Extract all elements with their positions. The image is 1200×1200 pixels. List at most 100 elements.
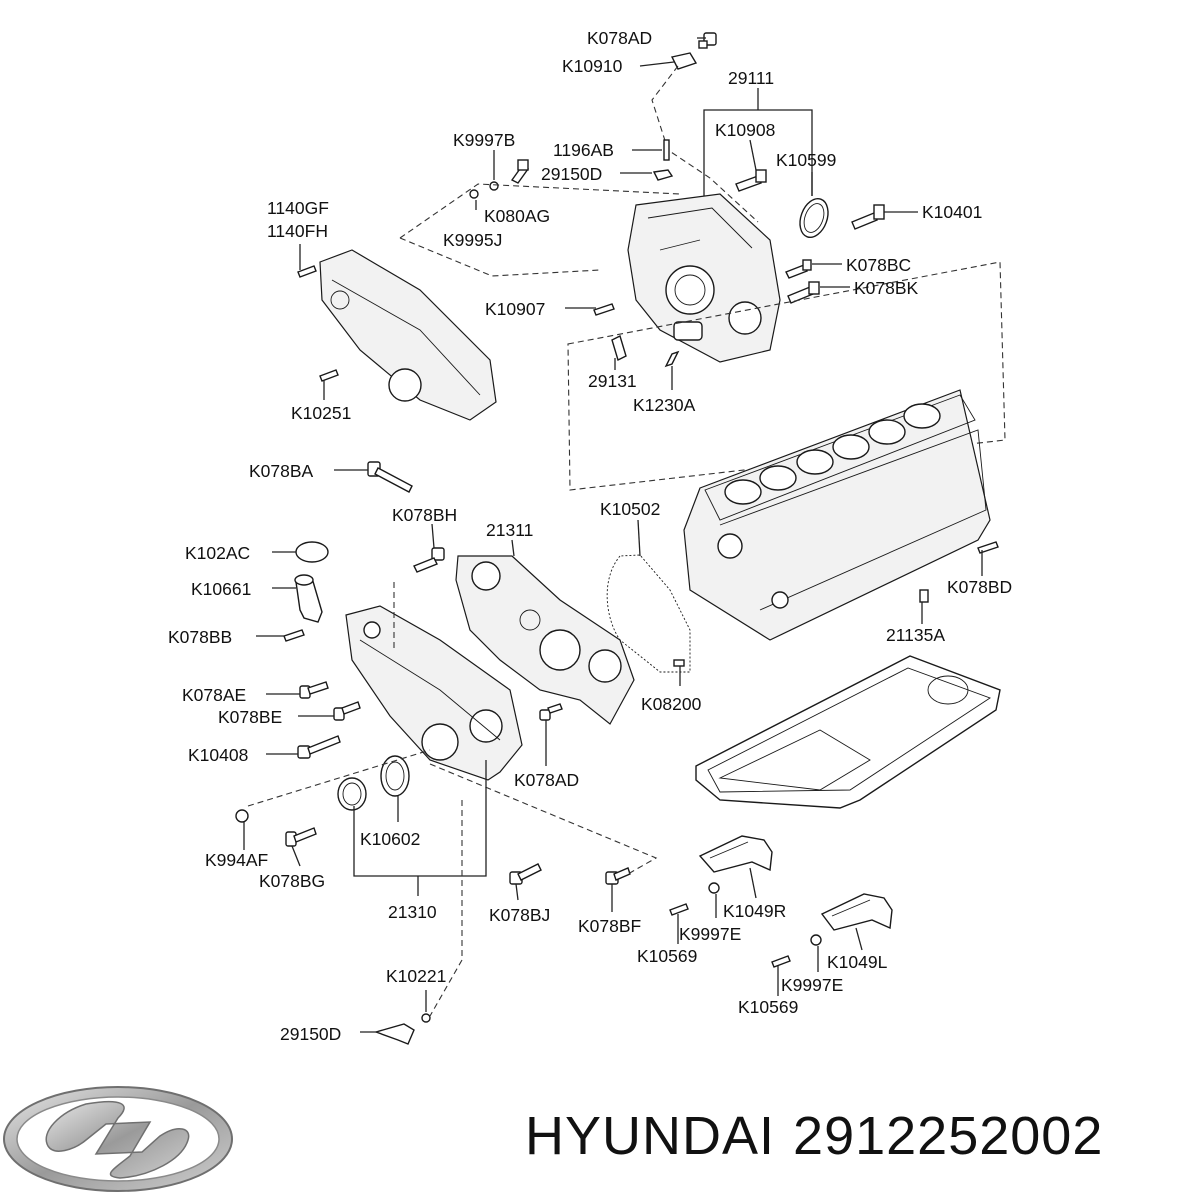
label-k078bk[interactable]: K078BK <box>854 278 919 298</box>
bolt-k078be <box>333 701 361 721</box>
label-k078bj[interactable]: K078BJ <box>489 905 550 925</box>
bolt-k078bj <box>509 863 542 885</box>
washer-k9997e-1 <box>708 882 720 894</box>
label-k10569-1[interactable]: K10569 <box>637 946 697 966</box>
label-29131[interactable]: 29131 <box>588 371 637 391</box>
bracket-21310 <box>353 760 487 877</box>
clip-29150d-bottom <box>373 1023 415 1045</box>
leader-lines <box>243 37 983 1033</box>
washer-k9997b <box>489 181 499 191</box>
label-k1049r[interactable]: K1049R <box>723 901 786 921</box>
label-k078bc[interactable]: K078BC <box>846 255 911 275</box>
bolt-k078bh <box>413 547 445 573</box>
label-k10221[interactable]: K10221 <box>386 966 446 986</box>
rear-cover-left <box>319 249 497 421</box>
label-k10910[interactable]: K10910 <box>562 56 623 76</box>
cap-k102ac <box>295 541 329 563</box>
label-k078bb[interactable]: K078BB <box>168 627 232 647</box>
label-k078be[interactable]: K078BE <box>218 707 282 727</box>
bolt-k078ae <box>299 681 329 699</box>
label-k9997e-1[interactable]: K9997E <box>679 924 741 944</box>
label-k10251[interactable]: K10251 <box>291 403 351 423</box>
label-k9997e-2[interactable]: K9997E <box>781 975 843 995</box>
label-k078bh[interactable]: K078BH <box>392 505 457 525</box>
seal-k10599 <box>799 197 829 239</box>
label-k078ad-top[interactable]: K078AD <box>587 28 652 48</box>
label-k078ad-mid[interactable]: K078AD <box>514 770 579 790</box>
label-k10907[interactable]: K10907 <box>485 299 545 319</box>
timing-plate-21311 <box>455 555 635 725</box>
label-k10602[interactable]: K10602 <box>360 829 420 849</box>
label-k10502[interactable]: K10502 <box>600 499 660 519</box>
bolt-k078bf <box>605 867 631 885</box>
bolt-k078bk <box>787 281 820 304</box>
bolt-k078ad-top <box>698 32 717 49</box>
oil-pan <box>695 655 1001 809</box>
label-k080ag[interactable]: K080AG <box>484 206 550 226</box>
bolt-k10569-1 <box>669 903 689 916</box>
mount-k1049l <box>820 893 893 931</box>
pipe-k10661 <box>294 574 323 623</box>
gear-housing-upper <box>627 193 781 363</box>
brand-name: HYUNDAI <box>525 1106 776 1166</box>
label-k1230a[interactable]: K1230A <box>633 395 696 415</box>
label-21311[interactable]: 21311 <box>486 520 533 540</box>
bolt-k078bg <box>285 827 317 847</box>
label-k102ac[interactable]: K102AC <box>185 543 250 563</box>
bolt-1140gf <box>297 265 317 278</box>
leader-dashed-k10221 <box>429 800 463 1017</box>
label-21135a[interactable]: 21135A <box>886 625 945 645</box>
dashed-frame-upper-left <box>399 183 681 239</box>
label-k9995j[interactable]: K9995J <box>443 230 502 250</box>
mount-k1049r <box>698 835 773 873</box>
label-k1049l[interactable]: K1049L <box>827 952 888 972</box>
dashed-frame-engine-block <box>567 261 1006 491</box>
oring-k10221 <box>421 1013 431 1023</box>
label-k10908[interactable]: K10908 <box>715 120 775 140</box>
label-k078bd[interactable]: K078BD <box>947 577 1012 597</box>
label-29150d-bottom[interactable]: 29150D <box>280 1024 341 1044</box>
label-1140gf[interactable]: 1140GF <box>267 198 329 218</box>
seal-k10602-small <box>337 777 367 811</box>
bolt-k078ba <box>367 461 413 493</box>
bolt-k10251 <box>319 369 339 382</box>
label-21310[interactable]: 21310 <box>388 902 437 922</box>
label-k078ae[interactable]: K078AE <box>182 685 246 705</box>
label-k078ba[interactable]: K078BA <box>249 461 314 481</box>
bolt-k10908 <box>735 169 767 192</box>
washer-k9997e-2 <box>810 934 822 946</box>
label-29150d-top[interactable]: 29150D <box>541 164 602 184</box>
label-1140fh[interactable]: 1140FH <box>267 221 328 241</box>
bolt-k10907 <box>593 303 615 316</box>
label-k10408[interactable]: K10408 <box>188 745 248 765</box>
label-1196ab[interactable]: 1196AB <box>553 140 614 160</box>
engine-block <box>683 389 991 641</box>
label-k10599[interactable]: K10599 <box>776 150 836 170</box>
hyundai-logo-icon <box>3 1086 233 1192</box>
label-k078bg[interactable]: K078BG <box>259 871 325 891</box>
label-k10401[interactable]: K10401 <box>922 202 982 222</box>
label-k9997b[interactable]: K9997B <box>453 130 515 150</box>
nut-k994af <box>235 809 249 823</box>
timing-cover-21310 <box>345 605 523 781</box>
bolt-k080ag <box>510 159 530 184</box>
leader-dashed-k994af <box>247 749 431 807</box>
cap-k10910 <box>670 52 698 70</box>
label-29111[interactable]: 29111 <box>728 68 774 88</box>
gasket-k10502 <box>606 554 691 673</box>
bolt-k10569-2 <box>771 955 791 968</box>
bolt-29131 <box>611 335 627 361</box>
bolt-k078bc <box>785 259 812 279</box>
label-k08200[interactable]: K08200 <box>641 694 702 714</box>
seal-k10602-large <box>380 755 410 797</box>
label-k10661[interactable]: K10661 <box>191 579 251 599</box>
label-k10569-2[interactable]: K10569 <box>738 997 798 1017</box>
label-k994af[interactable]: K994AF <box>205 850 268 870</box>
label-k078bf[interactable]: K078BF <box>578 916 641 936</box>
pin-21135a <box>919 589 929 603</box>
bolt-k1230a <box>664 350 680 368</box>
part-labels: K078AD K10910 29111 K10908 K10599 K9997B… <box>168 28 1012 1044</box>
pin-k08200 <box>673 659 685 667</box>
